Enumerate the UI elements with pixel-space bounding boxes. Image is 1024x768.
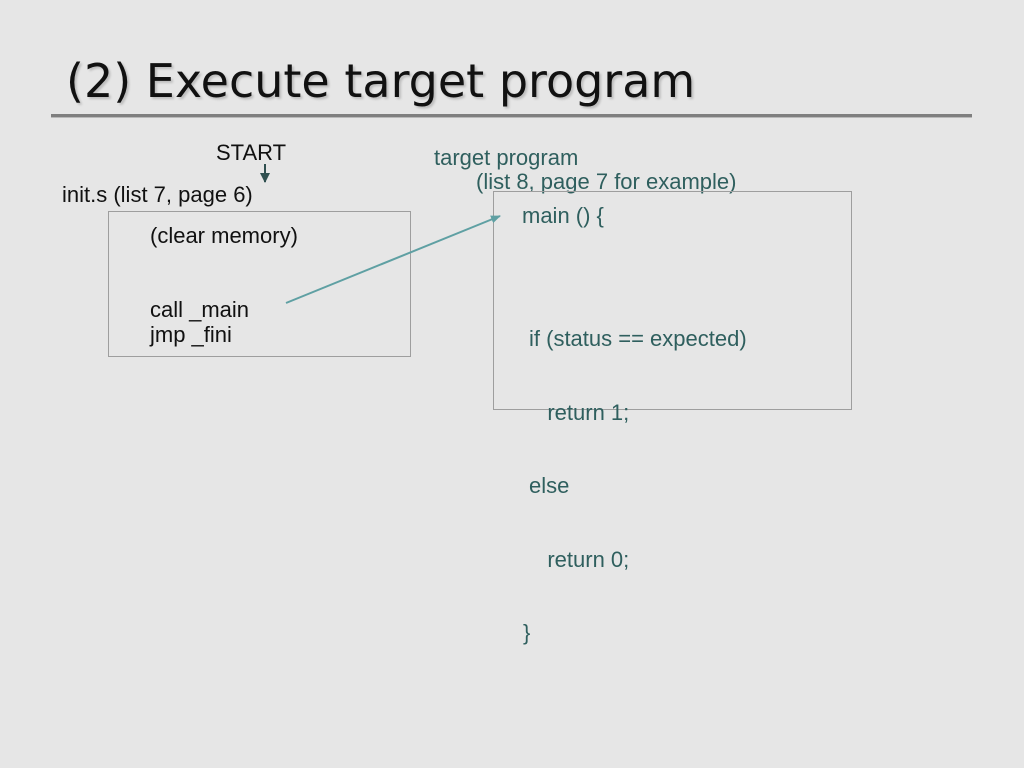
main-declaration: main () { [522, 203, 604, 228]
call-arrow [285, 215, 501, 304]
title-divider [51, 114, 972, 118]
call-main-text: call _main [150, 297, 250, 322]
clear-memory-text: (clear memory) [150, 223, 298, 248]
start-label: START [216, 140, 287, 165]
code-block: if (status == expected) return 1; else r… [523, 278, 747, 695]
code-line: return 1; [529, 399, 630, 425]
start-arrow-head-icon [260, 173, 270, 183]
code-line: if (status == expected) [529, 326, 747, 351]
target-program-box: main () { if (status == expected) return… [493, 191, 852, 645]
init-s-label: init.s (list 7, page 6) [62, 182, 253, 207]
jmp-fini-text: jmp _fini [150, 322, 232, 347]
code-line: return 0; [529, 546, 630, 572]
code-line: else [529, 473, 570, 498]
target-program-sublabel: (list 8, page 7 for example) [476, 169, 737, 194]
target-program-label: target program [434, 145, 579, 170]
init-s-box: (clear memory) call _main jmp _fini [108, 211, 411, 357]
code-line: } [523, 620, 531, 645]
slide-title: (2) Execute target program [66, 54, 696, 108]
